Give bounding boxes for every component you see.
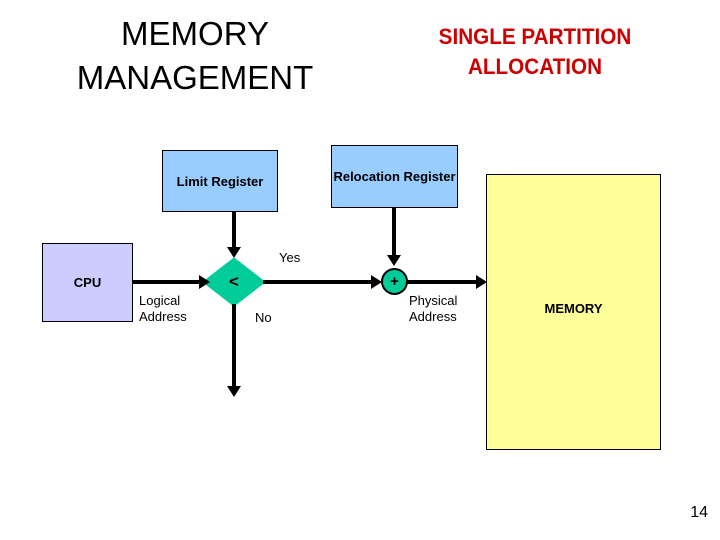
limit-register-label: Limit Register	[176, 173, 264, 189]
page-title-right: SINGLE PARTITION ALLOCATION	[438, 24, 632, 79]
branch-yes-label: Yes	[279, 250, 301, 265]
relocation-register-label: Relocation Register	[333, 169, 456, 184]
adder-symbol: +	[390, 273, 399, 290]
cpu-label: CPU	[73, 275, 102, 290]
connector-relocation-to-adder	[392, 208, 396, 256]
connector-cpu-to-comparator	[133, 280, 201, 284]
arrowhead-no-branch-icon	[227, 386, 241, 397]
page-title-left: MEMORY MANAGEMENT	[76, 15, 314, 96]
connector-yes-to-adder	[263, 280, 373, 284]
page-number: 14	[690, 504, 708, 521]
arrowhead-adder-to-memory-icon	[476, 275, 487, 289]
arrowhead-cpu-to-comparator-icon	[199, 275, 210, 289]
connector-limit-to-comparator	[232, 212, 236, 248]
adder-node: +	[381, 268, 408, 295]
cpu-box: CPU	[42, 243, 133, 322]
memory-label: MEMORY	[544, 301, 603, 316]
limit-register-box: Limit Register	[162, 150, 278, 212]
physical-address-label: Physical Address	[409, 293, 458, 324]
comparator-diamond	[203, 258, 265, 306]
connector-adder-to-memory	[406, 280, 480, 284]
logical-address-label: Logical Address	[139, 293, 187, 324]
arrowhead-yes-to-adder-icon	[371, 275, 382, 289]
relocation-register-box: Relocation Register	[331, 145, 458, 208]
connector-no-branch	[232, 304, 236, 388]
memory-box: MEMORY	[486, 174, 661, 450]
arrowhead-relocation-to-adder-icon	[387, 255, 401, 266]
diamond-shape-icon	[203, 258, 265, 306]
branch-no-label: No	[255, 310, 272, 325]
arrowhead-limit-to-comparator-icon	[227, 247, 241, 258]
